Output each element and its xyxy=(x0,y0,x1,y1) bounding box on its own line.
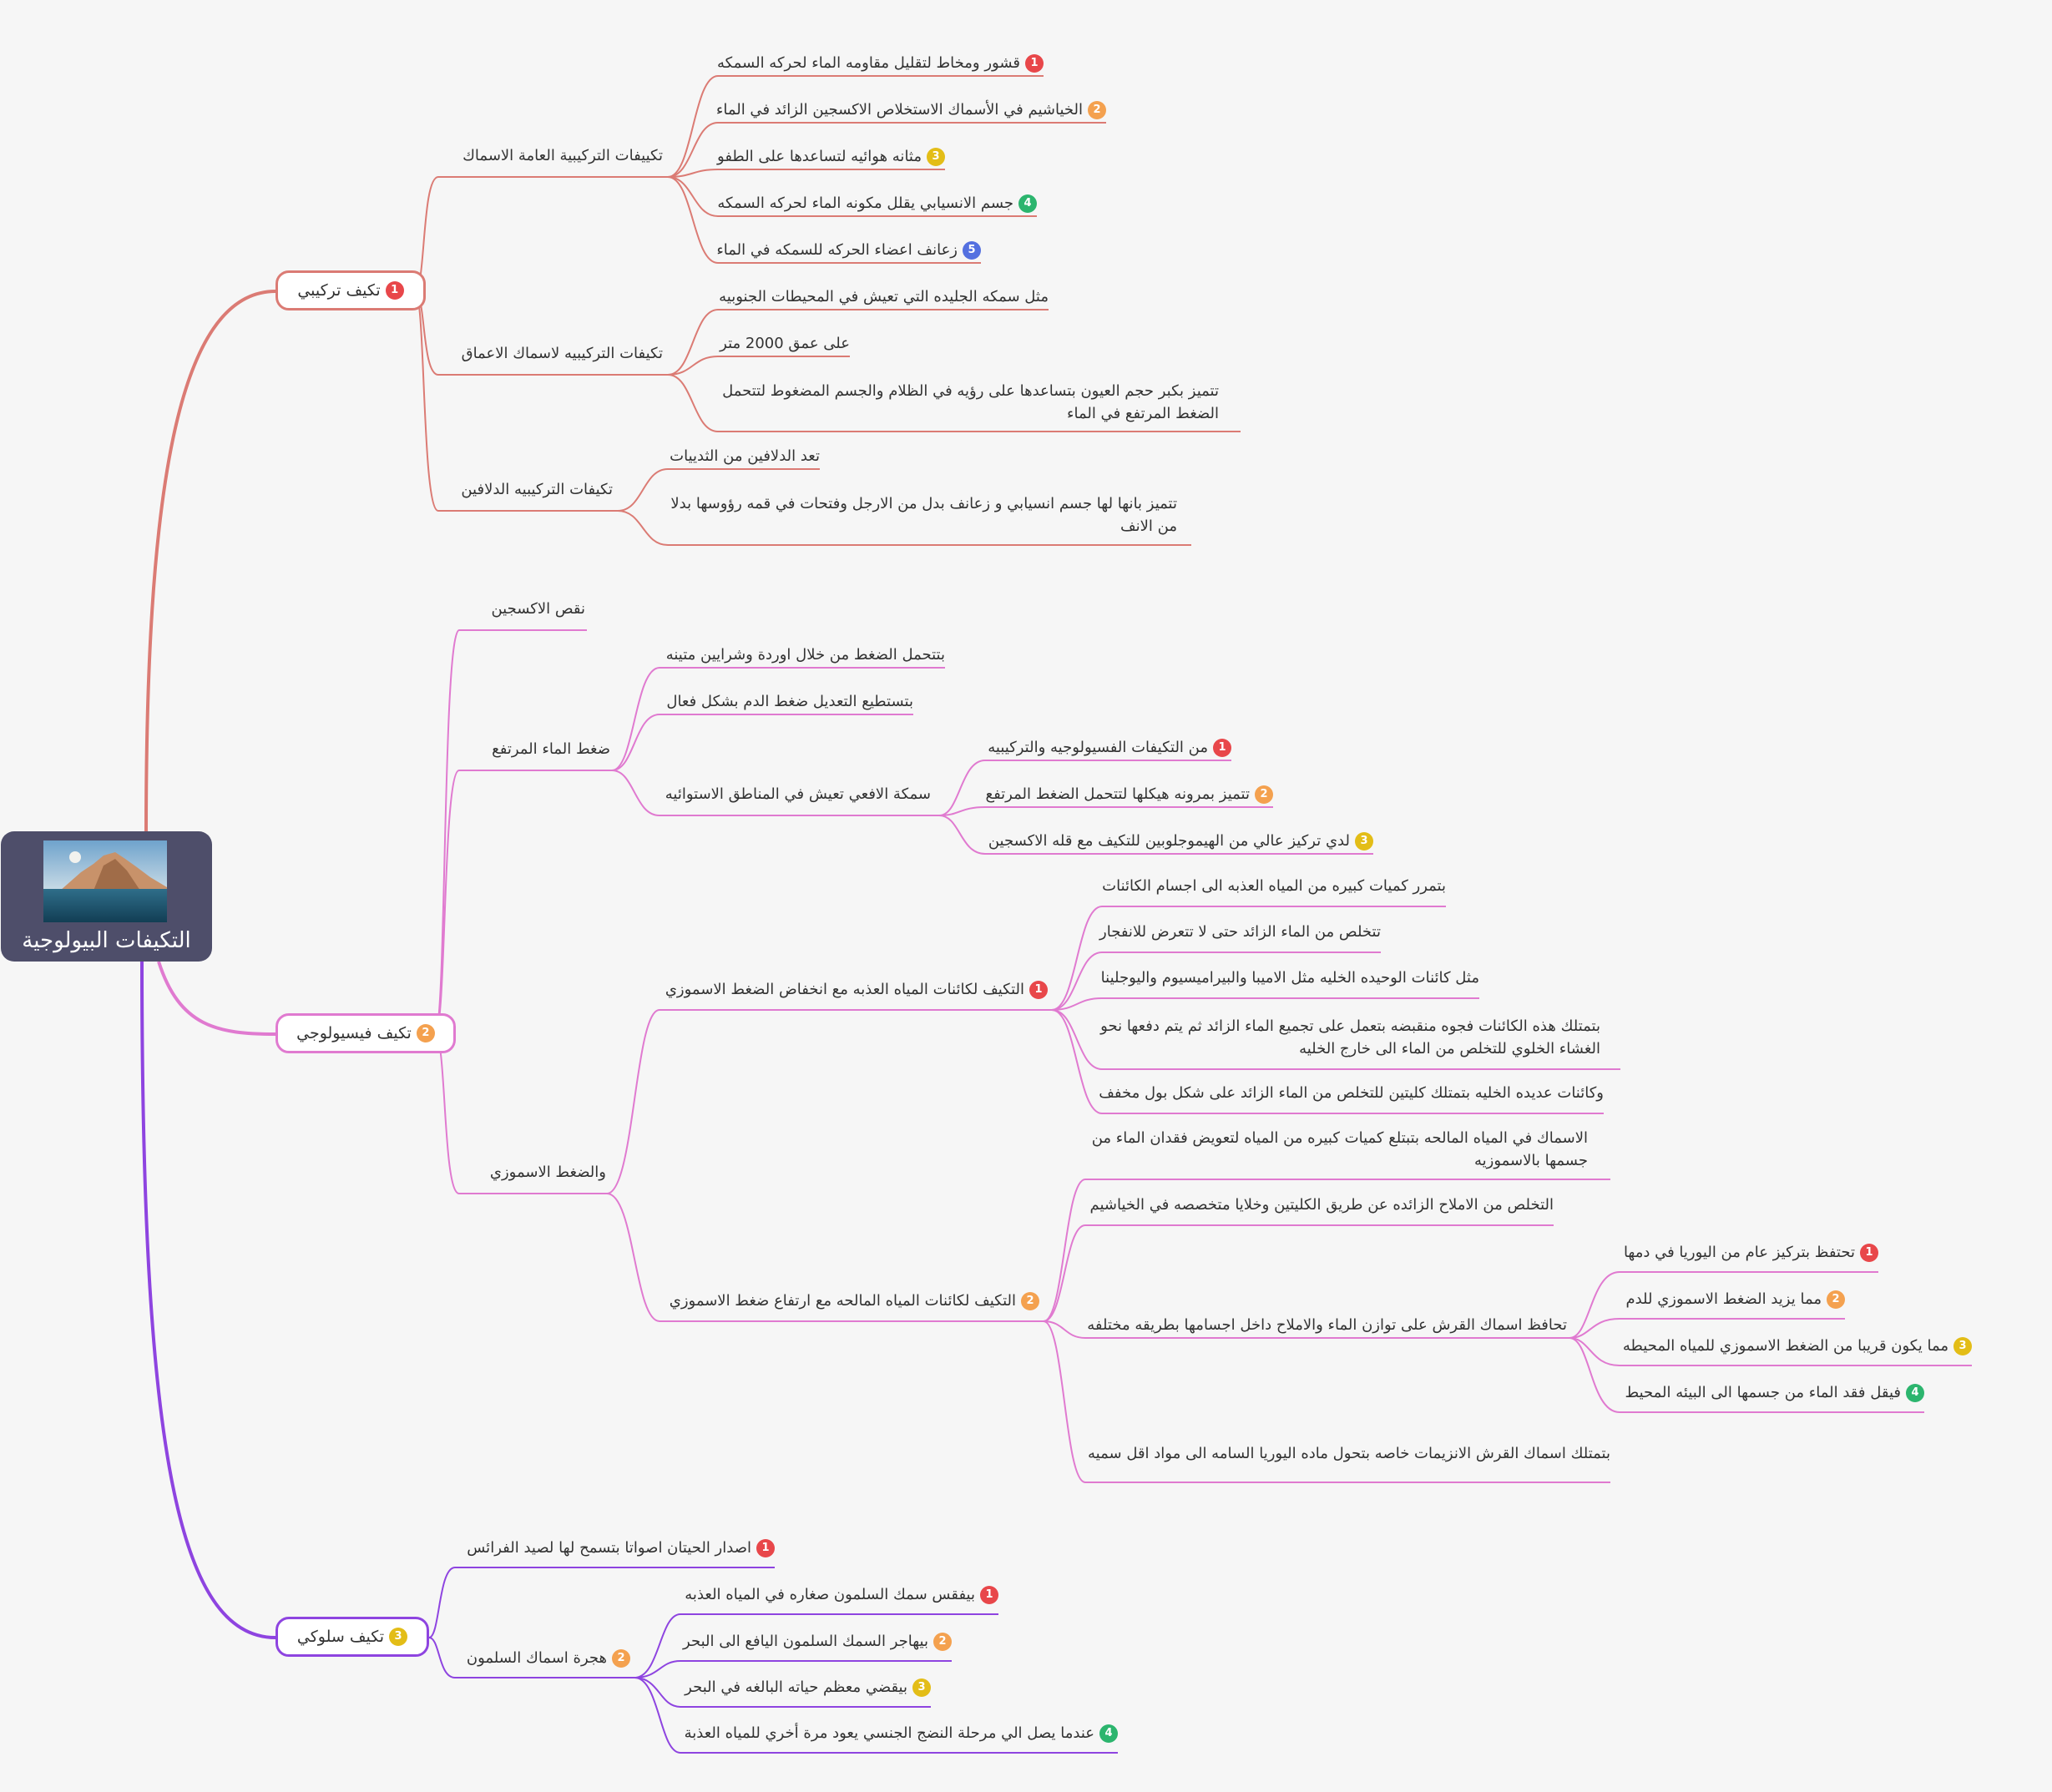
topic-oxygen-deficiency[interactable]: نقص الاكسجين xyxy=(491,600,585,618)
list-item[interactable]: 5زعانف اعضاء الحركه للسمكه في الماء xyxy=(716,241,981,260)
badge-1: 1 xyxy=(1860,1244,1878,1262)
badge-2: 2 xyxy=(612,1649,630,1668)
badge-1: 1 xyxy=(1029,981,1048,999)
connector-root-branch1 xyxy=(144,290,276,834)
topic-whale-sounds[interactable]: 1اصدار الحيتان اصواتا بتسمح لها لصيد الف… xyxy=(463,1539,775,1557)
list-item[interactable]: بتتحمل الضغط من خلال اوردة وشرايين متينه xyxy=(665,646,945,664)
list-item[interactable]: تتميز بكبر حجم العيون بتساعدها على رؤيه … xyxy=(722,382,1219,422)
list-item[interactable]: وكائنات عديده الخليه بتمتلك كليتين للتخل… xyxy=(1099,1084,1604,1102)
list-item[interactable]: بتمتلك اسماك القرش الانزيمات خاصه بتحول … xyxy=(1088,1445,1610,1462)
central-topic-title: التكيفات البيولوجية xyxy=(22,928,191,953)
badge-2: 2 xyxy=(933,1633,952,1651)
list-item[interactable]: 2مما يزيد الضغط الاسموزي للدم xyxy=(1623,1290,1845,1309)
topic-salmon-migration[interactable]: 2هجرة اسماك السلمون xyxy=(463,1649,630,1668)
list-item[interactable]: 1قشور ومخاط لتقليل مقاومه الماء لحركه ال… xyxy=(717,54,1044,73)
branch-structural-adaptation[interactable]: تكيف تركيبي 1 xyxy=(275,270,426,310)
topic-deep-sea-fish-adaptations[interactable]: تكيفات التركيبيه لاسماك الاعماق xyxy=(461,345,663,362)
topic-saltwater-osmotic[interactable]: 2التكيف لكائنات المياه المالحه مع ارتفاع… xyxy=(664,1292,1039,1310)
branch-label: تكيف فيسيولوجي xyxy=(296,1024,412,1042)
topic-osmotic-pressure[interactable]: والضغط الاسموزي xyxy=(489,1164,606,1181)
badge-5: 5 xyxy=(963,241,981,260)
badge-4: 4 xyxy=(1906,1384,1924,1402)
badge-1: 1 xyxy=(1213,739,1231,757)
connector-root-branch2 xyxy=(157,961,276,1036)
list-item[interactable]: على عمق 2000 متر xyxy=(720,335,850,352)
badge-4: 4 xyxy=(1018,194,1037,213)
topic-high-water-pressure[interactable]: ضغط الماء المرتفع xyxy=(492,740,610,758)
topic-shark-balance[interactable]: تحافظ اسماك القرش على توازن الماء والامل… xyxy=(1087,1316,1567,1334)
list-item[interactable]: 3مما يكون قريبا من الضغط الاسموزي للمياه… xyxy=(1623,1337,1972,1355)
topic-freshwater-osmotic[interactable]: 1التكيف لكائنات المياه العذبه مع انخفاض … xyxy=(664,981,1048,999)
list-item[interactable]: 2بيهاجر السمك السلمون اليافع الى البحر xyxy=(683,1633,952,1651)
badge-1: 1 xyxy=(980,1586,998,1604)
central-topic[interactable]: التكيفات البيولوجية xyxy=(1,831,212,962)
topic-general-fish-adaptations[interactable]: تكييفات التركيبية العامة الاسماك xyxy=(462,147,663,164)
branch-label: تكيف تركيبي xyxy=(297,281,381,300)
list-item[interactable]: التخلص من الاملاح الزائده عن طريق الكليت… xyxy=(1089,1196,1554,1214)
list-item[interactable]: بتستطيع التعديل ضغط الدم بشكل فعال xyxy=(666,693,913,710)
branch-label: تكيف سلوكي xyxy=(296,1628,385,1646)
list-item[interactable]: 4فيقل فقد الماء من جسمها الى البيئه المح… xyxy=(1623,1384,1924,1402)
list-item[interactable]: بتمرر كميات كبيره من المياه العذبه الى ا… xyxy=(1102,877,1446,895)
badge-1: 1 xyxy=(1025,54,1044,73)
list-item[interactable]: 1من التكيفات الفسيولوجيه والتركيبيه xyxy=(987,739,1231,757)
list-item[interactable]: تعد الدلافين من الثدييات xyxy=(670,447,820,465)
topic-viperfish[interactable]: سمكة الافعي تعيش في المناطق الاستوائيه xyxy=(665,785,931,803)
list-item[interactable]: 3بيقضي معظم حياته البالغه في البحر xyxy=(683,1678,931,1697)
badge-3: 3 xyxy=(912,1678,931,1697)
badge-4: 4 xyxy=(1099,1724,1118,1743)
list-item[interactable]: بتمتلك هذه الكائنات فجوه منقبضه بتعمل عل… xyxy=(1100,1017,1600,1058)
badge-2: 2 xyxy=(1088,101,1106,119)
badge-3: 3 xyxy=(1953,1337,1972,1355)
list-item[interactable]: مثل كائنات الوحيده الخليه مثل الاميبا وا… xyxy=(1100,969,1479,987)
list-item[interactable]: 3لدي تركيز عالي من الهيموجلوبين للتكيف م… xyxy=(987,832,1373,851)
list-item[interactable]: الاسماك في المياه المالحه بتبتلع كميات ك… xyxy=(1091,1129,1588,1169)
badge-2: 2 xyxy=(1827,1290,1845,1309)
list-item[interactable]: 2الخياشيم في الأسماك الاستخلاص الاكسجين … xyxy=(716,101,1106,119)
badge-2: 2 xyxy=(1021,1292,1039,1310)
landscape-sea-mountain-image xyxy=(43,840,167,922)
branch-behavioral-adaptation[interactable]: تكيف سلوكي 3 xyxy=(275,1617,429,1657)
connector-root-branch3 xyxy=(140,961,276,1639)
badge-3: 3 xyxy=(389,1628,408,1646)
list-item[interactable]: 2تتميز بمرونه هيكلها لتتحمل الضغط المرتف… xyxy=(985,785,1273,804)
list-item[interactable]: مثل سمكه الجليده التي تعيش في المحيطات ا… xyxy=(719,288,1049,305)
badge-1: 1 xyxy=(385,281,404,300)
badge-3: 3 xyxy=(927,148,945,166)
badge-2: 2 xyxy=(416,1024,435,1042)
branch-physiological-adaptation[interactable]: تكيف فيسيولوجي 2 xyxy=(275,1013,456,1053)
badge-2: 2 xyxy=(1255,785,1273,804)
list-item[interactable]: 1بيفقس سمك السلمون صغاره في المياه العذب… xyxy=(683,1586,998,1604)
list-item[interactable]: 4جسم الانسيابي يقلل مكونه الماء لحركه ال… xyxy=(717,194,1037,213)
list-item[interactable]: تتخلص من الماء الزائد حتى لا تتعرض للانف… xyxy=(1099,923,1381,941)
list-item[interactable]: 1تحتفظ بتركيز عام من اليوريا في دمها xyxy=(1623,1244,1878,1262)
list-item[interactable]: 3مثانه هوائيه لتساعدها على الطفو xyxy=(717,148,945,166)
badge-1: 1 xyxy=(756,1539,775,1557)
badge-3: 3 xyxy=(1355,832,1373,851)
topic-dolphin-adaptations[interactable]: تكيفات التركيبيه الدلافين xyxy=(461,481,613,498)
list-item[interactable]: تتميز بانها لها جسم انسيابي و زعانف بدل … xyxy=(670,495,1177,535)
list-item[interactable]: 4عندما يصل الي مرحلة النضج الجنسي يعود م… xyxy=(683,1724,1118,1743)
